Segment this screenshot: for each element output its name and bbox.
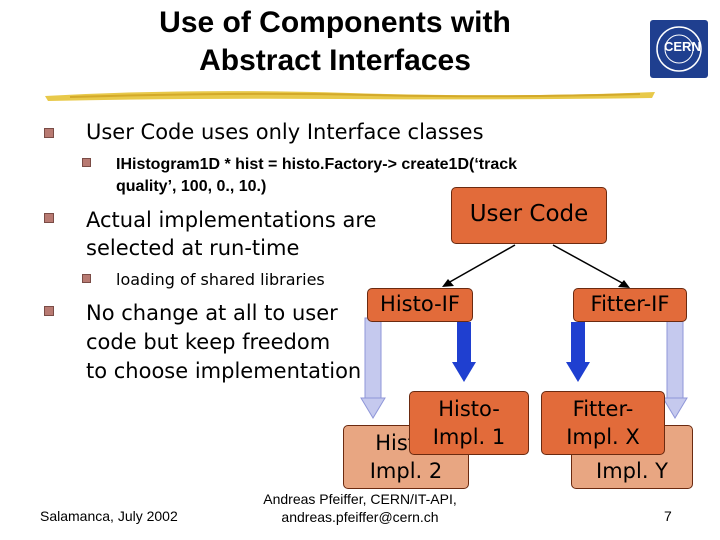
bullet-4-text: loading of shared libraries xyxy=(116,270,325,289)
cern-logo-text: CERN xyxy=(664,39,701,54)
bullet-marker xyxy=(44,128,54,138)
bullet-1-text: User Code uses only Interface classes xyxy=(86,120,484,144)
slide-title-line2: Abstract Interfaces xyxy=(199,44,471,77)
arrow-fitter-if-to-implY xyxy=(666,317,684,401)
bullet-5-line3: to choose implementation xyxy=(86,359,362,383)
bullet-5-line2: code but keep freedom xyxy=(86,330,331,354)
bullet-marker xyxy=(82,274,91,283)
histo-impl1-line1: Histo- xyxy=(438,397,500,421)
arrow-histo-if-to-impl2 xyxy=(364,317,382,401)
arrow-user-to-histo-if xyxy=(447,244,516,284)
arrow-head xyxy=(452,362,476,382)
arrow-head xyxy=(566,362,590,382)
footer-author-line2: andreas.pfeiffer@cern.ch xyxy=(281,509,439,525)
fitter-implX-line2: Impl. X xyxy=(566,425,640,449)
arrow-head xyxy=(360,397,386,419)
bullet-3-line1: Actual implementations are xyxy=(86,208,377,232)
histo-impl2-line2: Impl. 2 xyxy=(369,459,443,483)
bullet-2-line2: quality’, 100, 0., 10.) xyxy=(116,178,267,195)
arrow-user-to-fitter-if xyxy=(552,244,625,285)
bullet-2-line1: IHistogram1D * hist = histo.Factory-> cr… xyxy=(116,156,518,173)
histo-if-box: Histo-IF xyxy=(367,288,473,322)
cern-logo-rings-icon xyxy=(656,26,702,72)
arrow-fitter-if-to-implX xyxy=(571,322,585,364)
slide-title-line1: Use of Components with xyxy=(159,6,511,39)
bullet-3-line2: selected at run-time xyxy=(86,236,300,260)
arrow-head xyxy=(618,280,630,288)
bullet-marker xyxy=(44,306,54,316)
bullet-5-line1: No change at all to user xyxy=(86,301,338,325)
fitter-implY-line2: Impl. Y xyxy=(596,459,668,483)
arrow-head xyxy=(442,279,454,287)
title-underline-decoration xyxy=(45,91,655,101)
bullet-marker xyxy=(82,158,91,167)
histo-impl1-box: Histo- Impl. 1 xyxy=(409,391,529,455)
footer-author-line1: Andreas Pfeiffer, CERN/IT-API, xyxy=(263,491,457,507)
page-number: 7 xyxy=(664,508,672,524)
cern-logo: CERN xyxy=(650,20,708,78)
footer-location-date: Salamanca, July 2002 xyxy=(40,508,178,524)
bullet-marker xyxy=(44,213,54,223)
footer-author: Andreas Pfeiffer, CERN/IT-API, andreas.p… xyxy=(250,490,470,526)
fitter-implX-box: Fitter- Impl. X xyxy=(541,391,665,455)
slide-title: Use of Components with Abstract Interfac… xyxy=(60,4,610,80)
fitter-implX-line1: Fitter- xyxy=(572,397,634,421)
user-code-box: User Code xyxy=(451,187,607,244)
arrow-head xyxy=(662,397,688,419)
histo-impl1-line2: Impl. 1 xyxy=(432,425,506,449)
fitter-if-box: Fitter-IF xyxy=(573,288,687,322)
arrow-histo-if-to-impl1 xyxy=(457,322,471,364)
